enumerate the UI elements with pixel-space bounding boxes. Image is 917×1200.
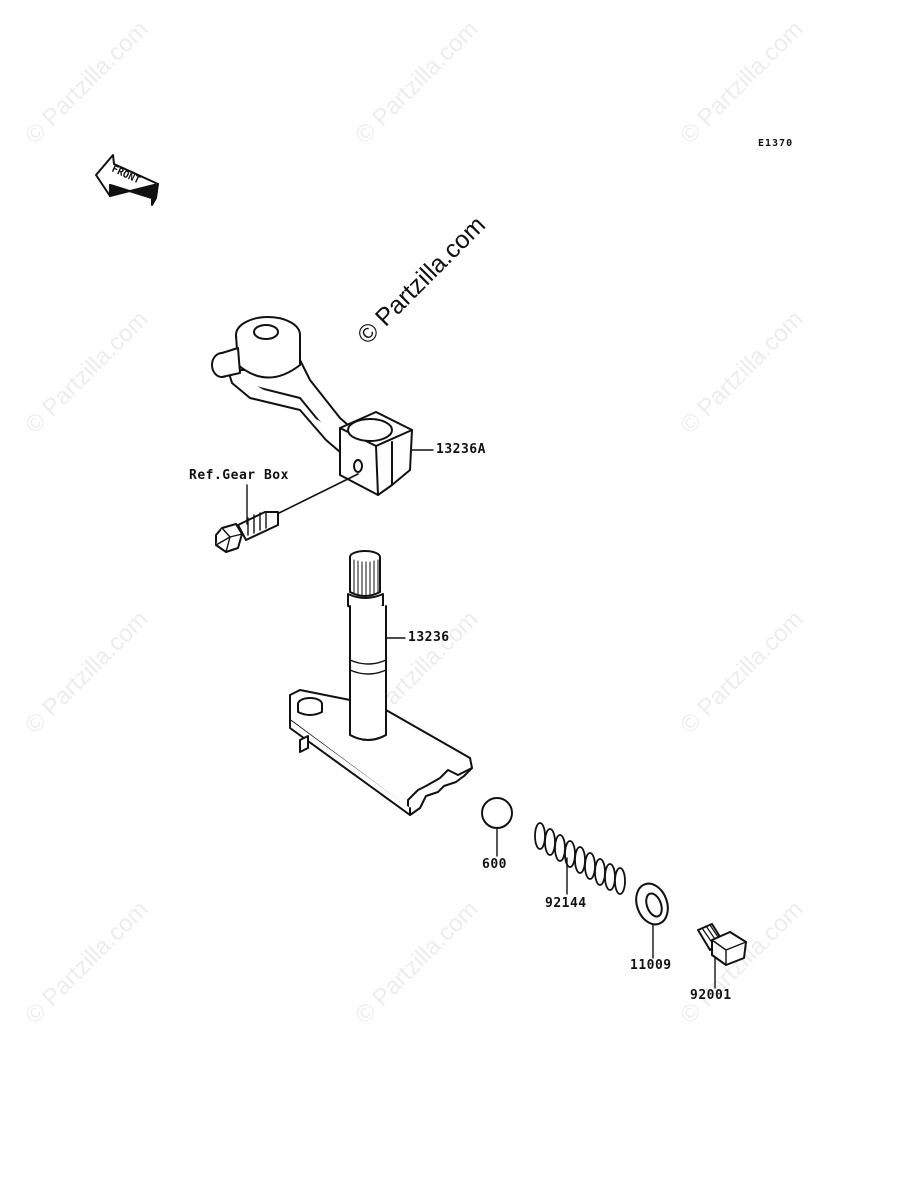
part-label-92001: 92001 <box>690 988 732 1003</box>
diagram-code: E1370 <box>758 138 794 149</box>
shift-shaft <box>289 550 473 816</box>
ball <box>481 797 513 829</box>
plug-bolt <box>697 923 747 966</box>
washer <box>635 882 669 926</box>
part-label-600: 600 <box>482 857 507 872</box>
part-label-11009: 11009 <box>630 958 672 973</box>
part-label-13236A: 13236A <box>436 442 486 457</box>
ref-gear-box-label: Ref.Gear Box <box>189 468 289 483</box>
bolt <box>215 511 279 553</box>
spring <box>534 822 626 895</box>
part-label-92144: 92144 <box>545 896 587 911</box>
part-label-13236: 13236 <box>408 630 450 645</box>
